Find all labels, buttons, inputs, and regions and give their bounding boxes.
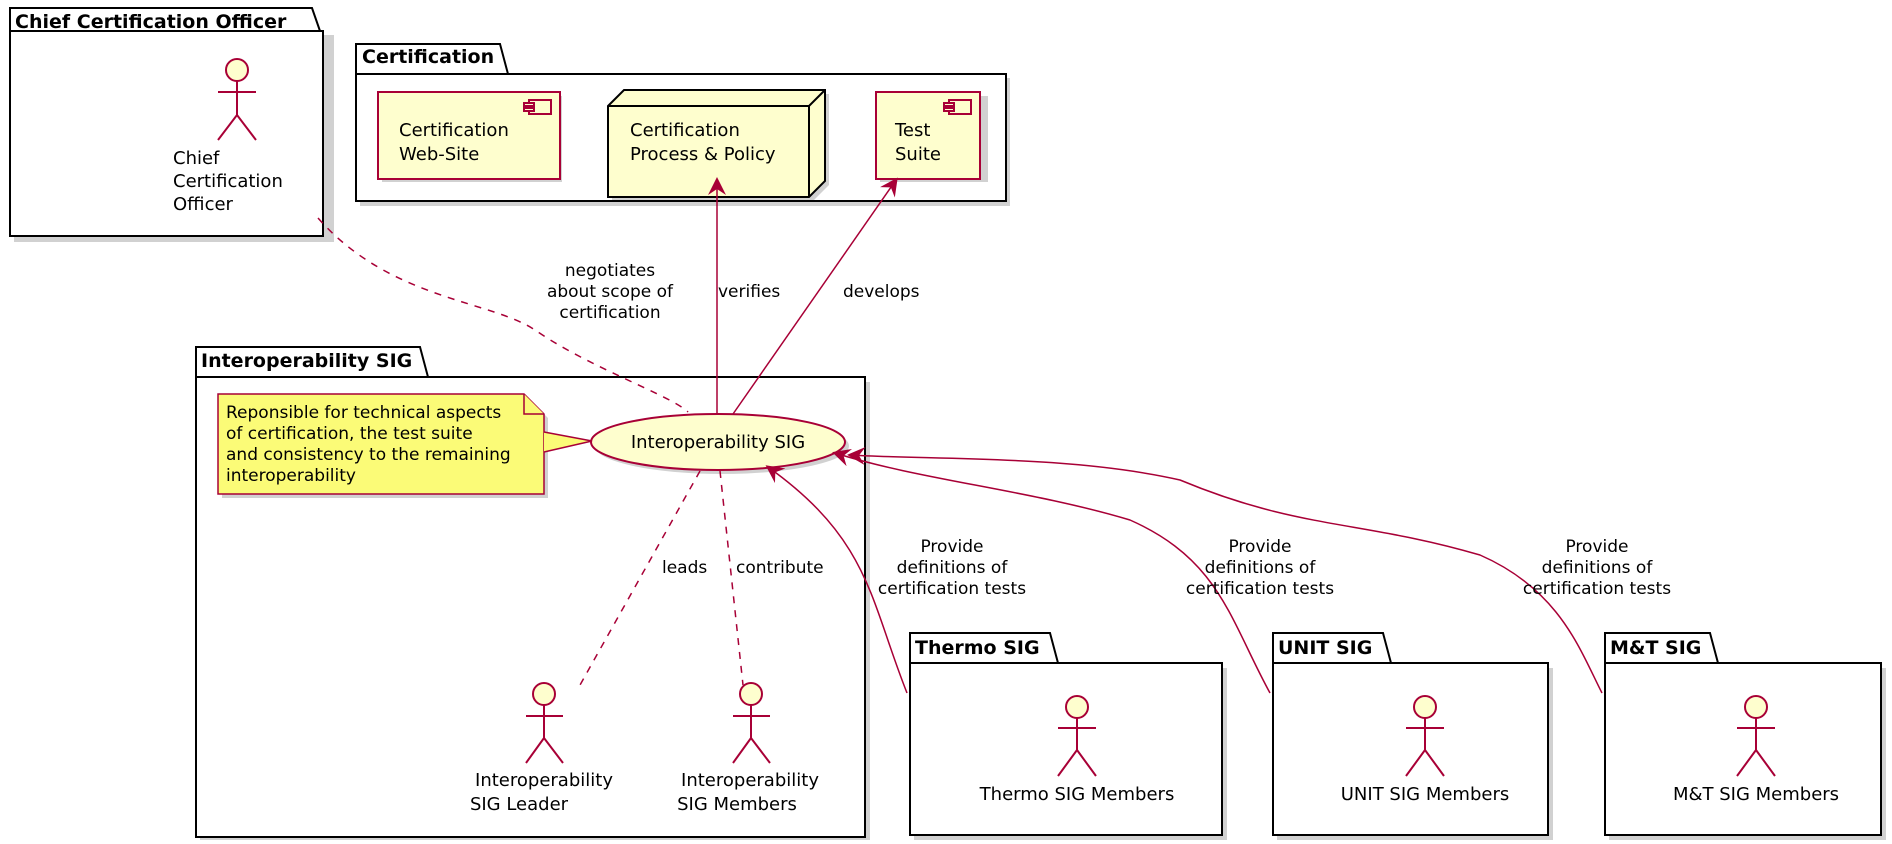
actor-label-leader-1: Interoperability: [475, 770, 613, 791]
edge-label-verifies: verifies: [718, 282, 780, 302]
actor-unit-sig-members: UNIT SIG Members: [1341, 695, 1510, 805]
package-unit-sig: UNIT SIG: [1272, 632, 1553, 840]
edge-label-thermo-3: certification tests: [878, 579, 1026, 599]
note-line-4: interoperability: [226, 466, 356, 486]
package-title-cco: Chief Certification Officer: [15, 11, 287, 33]
note-interoperability: Reponsible for technical aspects of cert…: [217, 393, 593, 498]
edge-label-contribute: contribute: [736, 558, 824, 578]
edge-provide-mt: [847, 446, 1603, 694]
actor-interoperability-sig-members: Interoperability SIG Members: [677, 682, 819, 815]
edge-label-thermo-1: Provide: [920, 537, 983, 557]
package-title-thermo: Thermo SIG: [915, 637, 1040, 659]
actor-label-cco-1: Chief: [173, 148, 220, 169]
edge-label-unit-2: definitions of: [1205, 558, 1317, 578]
component-label-website-2: Web-Site: [399, 144, 479, 165]
edge-label-negotiates-2: about scope of: [547, 282, 674, 302]
package-title-unit: UNIT SIG: [1278, 637, 1372, 659]
edge-provide-unit: [832, 448, 1271, 694]
actor-label-leader-2: SIG Leader: [470, 794, 569, 815]
node-certification-process-policy: Certification Process & Policy: [607, 89, 829, 201]
edge-provide-thermo: [765, 465, 908, 694]
component-test-suite: Test Suite: [875, 91, 988, 182]
actor-interoperability-sig-leader: Interoperability SIG Leader: [470, 682, 613, 815]
package-title-interop: Interoperability SIG: [201, 350, 412, 372]
actor-label-members-2: SIG Members: [677, 794, 797, 815]
edge-label-thermo-2: definitions of: [897, 558, 1009, 578]
usecase-label: Interoperability SIG: [631, 432, 805, 453]
edge-label-unit-3: certification tests: [1186, 579, 1334, 599]
edge-label-mt-3: certification tests: [1523, 579, 1671, 599]
edge-label-leads: leads: [662, 558, 707, 578]
package-title-certification: Certification: [362, 46, 494, 68]
usecase-interoperability-sig: Interoperability SIG: [590, 413, 849, 474]
edge-label-negotiates-1: negotiates: [565, 261, 655, 281]
component-label-website-1: Certification: [399, 120, 509, 141]
actor-label-thermo: Thermo SIG Members: [979, 784, 1175, 805]
edge-label-negotiates-3: certification: [559, 303, 660, 323]
component-certification-website: Certification Web-Site: [377, 91, 562, 182]
component-label-testsuite-2: Suite: [895, 144, 941, 165]
edge-label-unit-1: Provide: [1228, 537, 1291, 557]
edge-negotiates: [317, 217, 689, 413]
actor-label-unit: UNIT SIG Members: [1341, 784, 1510, 805]
node-label-process-1: Certification: [630, 120, 740, 141]
actor-label-cco-3: Officer: [173, 194, 234, 215]
node-label-process-2: Process & Policy: [630, 144, 776, 165]
note-line-3: and consistency to the remaining: [226, 445, 511, 465]
actor-label-mt: M&T SIG Members: [1673, 784, 1839, 805]
edge-develops: [732, 177, 898, 415]
package-chief-certification-officer: Chief Certification Officer: [9, 7, 334, 242]
package-mt-sig: M&T SIG: [1604, 632, 1886, 840]
edge-label-mt-2: definitions of: [1542, 558, 1654, 578]
edge-label-develops: develops: [843, 282, 920, 302]
package-title-mt: M&T SIG: [1610, 637, 1701, 659]
actor-label-members-1: Interoperability: [681, 770, 819, 791]
actor-label-cco-2: Certification: [173, 171, 283, 192]
component-label-testsuite-1: Test: [894, 120, 930, 141]
note-line-1: Reponsible for technical aspects: [226, 403, 501, 423]
actor-thermo-sig-members: Thermo SIG Members: [979, 695, 1175, 805]
actor-mt-sig-members: M&T SIG Members: [1673, 695, 1839, 805]
edge-label-mt-1: Provide: [1565, 537, 1628, 557]
actor-chief-certification-officer: Chief Certification Officer: [173, 58, 283, 215]
note-line-2: of certification, the test suite: [226, 424, 473, 444]
package-thermo-sig: Thermo SIG: [909, 632, 1227, 840]
